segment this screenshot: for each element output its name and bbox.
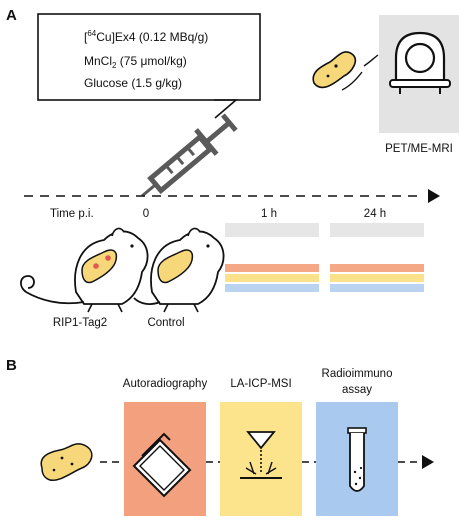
timeline-tick-0: 0 <box>143 208 149 220</box>
injection-line-mncl2: MnCl2 (75 μmol/kg) <box>84 54 187 70</box>
step-label-autoradiography: Autoradiography <box>123 378 208 390</box>
panel-b-letter: B <box>6 357 17 374</box>
pet-mri-scanner-icon <box>389 31 451 94</box>
pancreas-icon <box>312 51 379 91</box>
scanner-label: PET/ME-MRI <box>385 143 453 155</box>
scanner-icon <box>132 432 192 498</box>
workflow-arrowhead <box>422 455 434 469</box>
timeline-tick-24h: 24 h <box>364 208 386 220</box>
timeline-arrowhead <box>428 189 440 203</box>
mouse-control-icon <box>133 227 225 313</box>
panel-a-letter: A <box>6 7 17 24</box>
timeline-label: Time p.i. <box>50 208 94 220</box>
injection-line-glucose: Glucose (1.5 g/kg) <box>84 76 182 90</box>
injection-callout: [64Cu]Ex4 (0.12 MBq/g) MnCl2 (75 μmol/kg… <box>37 13 261 119</box>
mouse-label-control: Control <box>147 317 184 329</box>
syringe-icon <box>141 113 238 198</box>
test-tube-icon <box>347 427 367 492</box>
mouse-rip1-tag2-icon <box>20 227 149 313</box>
timepoint-1h-bars <box>225 223 319 292</box>
injection-line-copper: [64Cu]Ex4 (0.12 MBq/g) <box>84 29 208 44</box>
mouse-label-rip1-tag2: RIP1-Tag2 <box>53 317 107 329</box>
step-label-radioimmuno: Radioimmuno <box>322 368 393 380</box>
timepoint-24h-bars <box>330 223 424 292</box>
pancreas-sample-icon <box>40 443 93 481</box>
laser-ablation-icon <box>240 431 282 479</box>
step-label-assay: assay <box>342 384 372 396</box>
timeline-tick-1h: 1 h <box>261 208 277 220</box>
step-label-la-icp-msi: LA-ICP-MSI <box>230 378 291 390</box>
